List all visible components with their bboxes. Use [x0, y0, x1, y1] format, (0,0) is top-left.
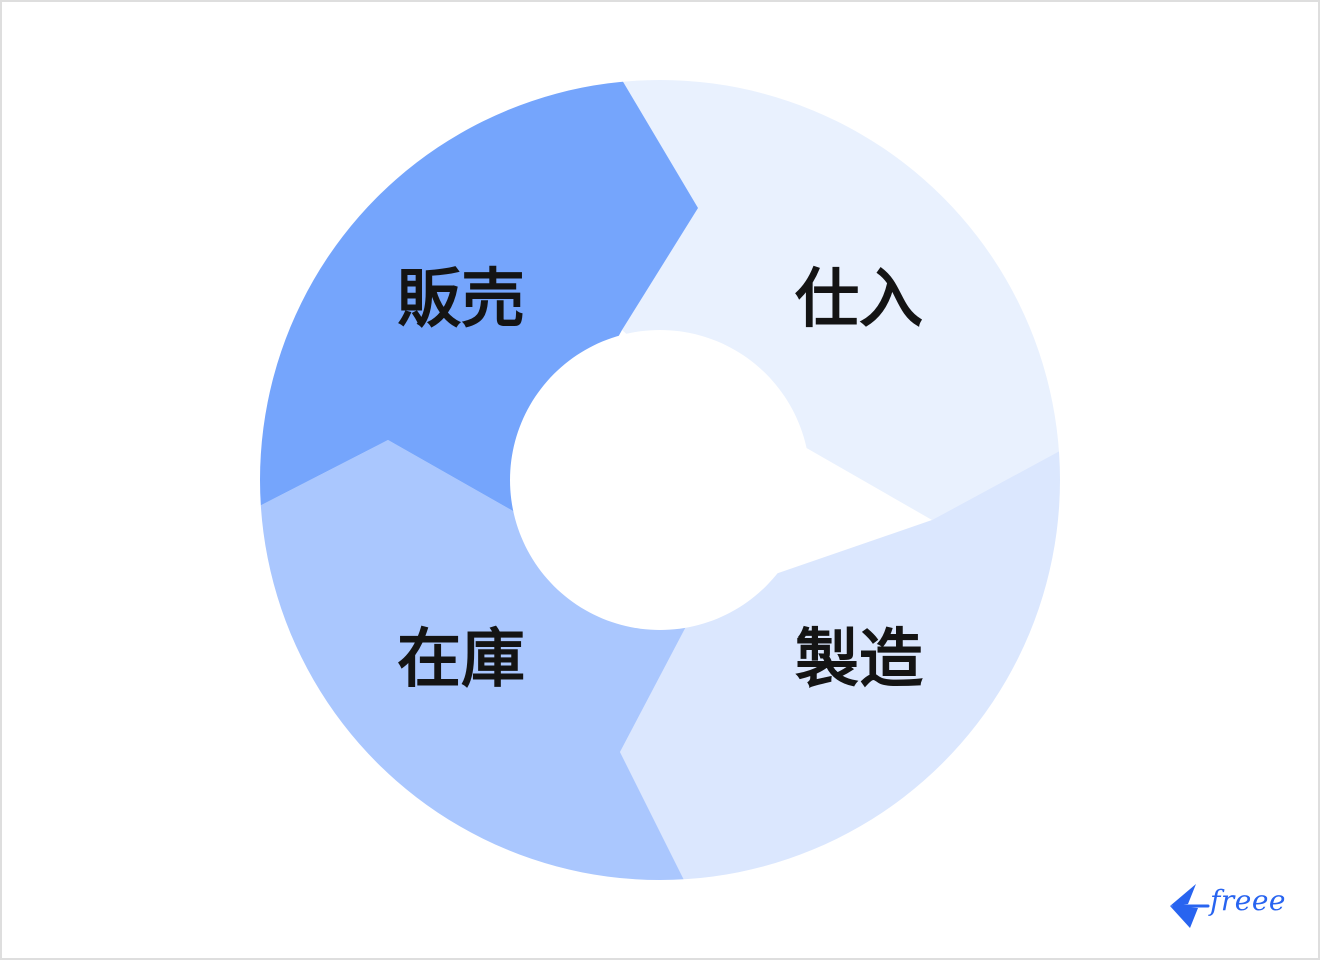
segment-label-manufacturing: 製造: [795, 623, 923, 697]
segment-label-sales: 販売: [397, 263, 525, 337]
freee-logo-text: freee: [1210, 884, 1286, 917]
freee-bird-icon: [1170, 884, 1210, 928]
segment-label-purchase: 仕入: [795, 263, 923, 337]
segment-label-inventory: 在庫: [397, 623, 525, 697]
